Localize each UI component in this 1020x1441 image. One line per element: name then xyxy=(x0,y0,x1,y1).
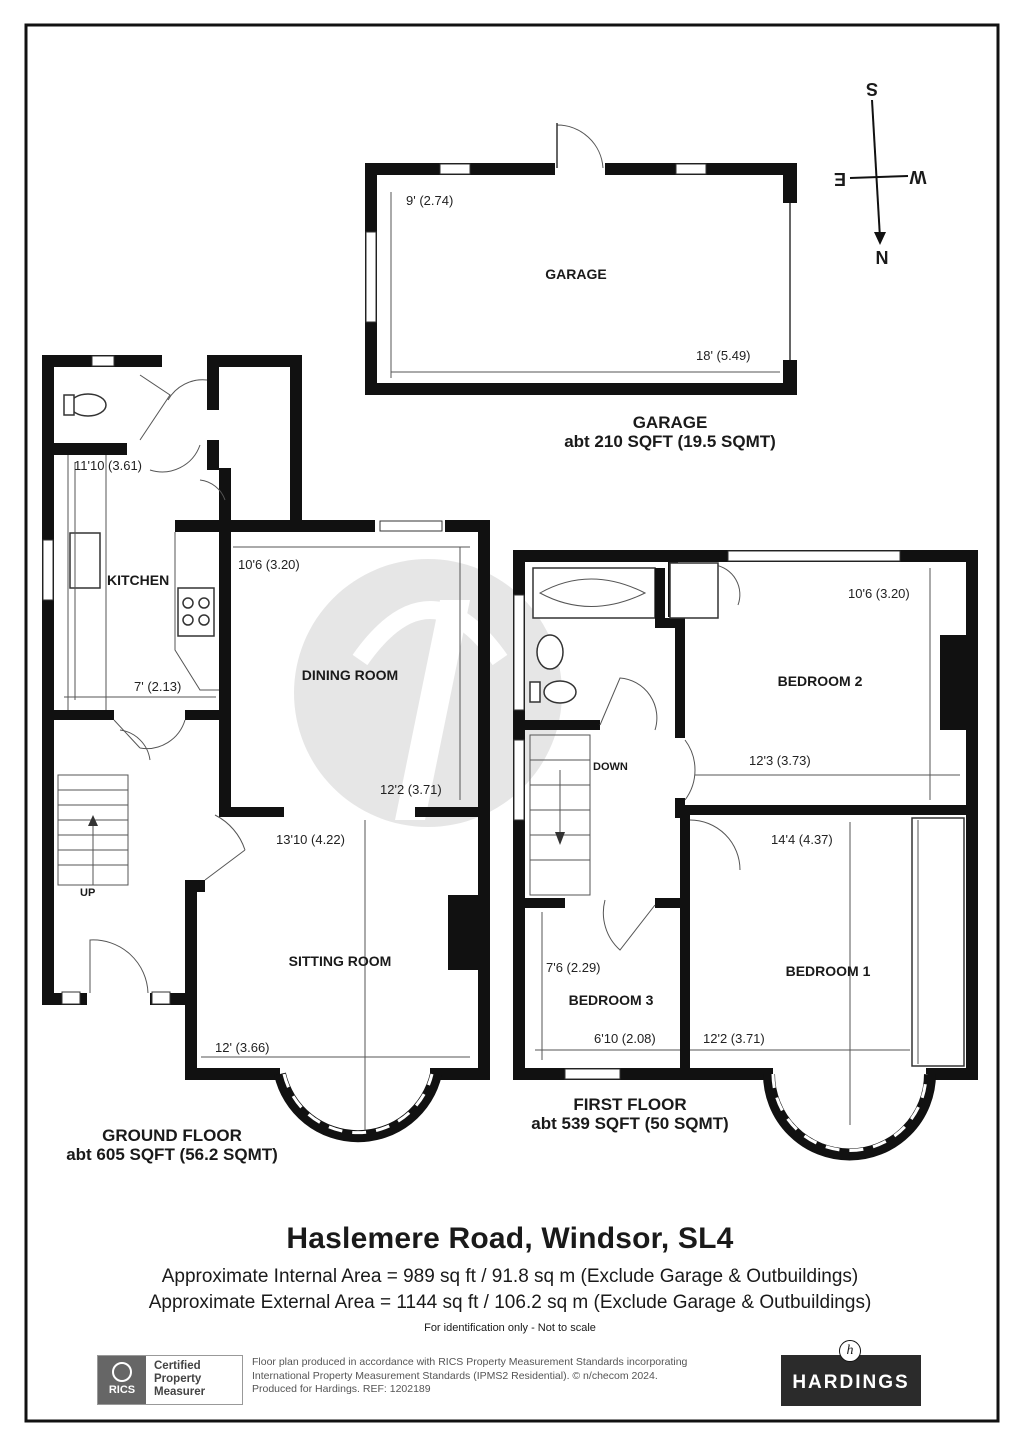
first-floor-area-title: FIRST FLOOR xyxy=(573,1095,686,1114)
ground-floor-area-value: abt 605 SQFT (56.2 SQMT) xyxy=(66,1145,278,1164)
page-frame xyxy=(24,23,1000,1423)
bedroom-2-dim-length: 12'3 (3.73) xyxy=(749,753,811,768)
compass-w: W xyxy=(910,167,927,187)
first-basin-icon xyxy=(536,634,564,670)
sitting-dim-length: 13'10 (4.22) xyxy=(276,832,345,847)
first-stairs xyxy=(513,734,591,896)
bedroom-1-dim-length: 14'4 (4.37) xyxy=(771,832,833,847)
dining-room-label: DINING ROOM xyxy=(302,667,398,683)
garage-door xyxy=(556,124,604,169)
first-floor-plan xyxy=(513,550,978,1161)
ground-stairs-label: UP xyxy=(80,887,95,899)
watermark xyxy=(294,559,562,827)
rics-text: Certified Property Measurer xyxy=(154,1360,205,1399)
bedroom-1-dim-width: 12'2 (3.71) xyxy=(703,1031,765,1046)
compass-s: S xyxy=(866,79,878,99)
internal-area-text: Approximate Internal Area = 989 sq ft / … xyxy=(161,1266,859,1287)
garage-dim-width: 9' (2.74) xyxy=(406,193,453,208)
kitchen-label: KITCHEN xyxy=(107,572,169,588)
first-floor-area-value: abt 539 SQFT (50 SQMT) xyxy=(531,1114,728,1133)
standards-note: Floor plan produced in accordance with R… xyxy=(252,1356,772,1397)
compass-n: N xyxy=(876,247,889,267)
rics-line-1: Certified xyxy=(154,1360,201,1372)
compass xyxy=(849,99,909,245)
sitting-dim-width: 12' (3.66) xyxy=(215,1040,270,1055)
garage-label: GARAGE xyxy=(545,266,606,282)
external-area-text: Approximate External Area = 1144 sq ft /… xyxy=(148,1292,872,1313)
hardings-wordmark: HARDINGS xyxy=(781,1355,921,1406)
bedroom-3-dim-length: 7'6 (2.29) xyxy=(546,960,601,975)
ground-floor-plan xyxy=(42,355,490,1143)
rics-line-2: Property xyxy=(154,1373,202,1385)
garage-dim-length: 18' (5.49) xyxy=(696,348,751,363)
rics-emblem-icon: RICS xyxy=(98,1356,146,1404)
rics-line-3: Measurer xyxy=(154,1386,206,1398)
compass-e: E xyxy=(834,169,846,189)
first-stairs-label: DOWN xyxy=(593,761,628,773)
rics-abbr: RICS xyxy=(108,1384,136,1396)
ground-wc-icon xyxy=(69,393,107,417)
garage-area-title: GARAGE xyxy=(633,413,708,432)
ground-floor-area-title: GROUND FLOOR xyxy=(102,1126,242,1145)
bedroom-3-label: BEDROOM 3 xyxy=(569,992,654,1008)
bedroom-1-label: BEDROOM 1 xyxy=(786,963,871,979)
bedroom-3-dim-width: 6'10 (2.08) xyxy=(594,1031,656,1046)
disclaimer-text: For identification only - Not to scale xyxy=(424,1322,596,1334)
standards-line-3: Produced for Hardings. REF: 1202189 xyxy=(252,1383,431,1395)
dining-dim-width: 10'6 (3.20) xyxy=(238,557,300,572)
bedroom-2-label: BEDROOM 2 xyxy=(778,673,863,689)
standards-line-1: Floor plan produced in accordance with R… xyxy=(252,1356,688,1368)
sitting-room-label: SITTING ROOM xyxy=(289,953,392,969)
standards-line-2: International Property Measurement Stand… xyxy=(252,1369,658,1382)
first-wc-icon xyxy=(543,680,577,704)
garage-plan xyxy=(365,123,797,395)
dining-dim-length: 12'2 (3.71) xyxy=(380,782,442,797)
hardings-mark-icon: h xyxy=(839,1340,861,1362)
kitchen-dim-length: 11'10 (3.61) xyxy=(74,458,142,473)
kitchen-dim-width: 7' (2.13) xyxy=(134,679,181,694)
bedroom-2-dim-width: 10'6 (3.20) xyxy=(848,586,910,601)
ground-stairs xyxy=(57,774,129,886)
garage-area-value: abt 210 SQFT (19.5 SQMT) xyxy=(564,432,776,451)
hardings-logo: h HARDINGS xyxy=(776,1340,926,1406)
rics-certified-logo: RICS Certified Property Measurer xyxy=(97,1355,243,1405)
property-title: Haslemere Road, Windsor, SL4 xyxy=(286,1222,734,1255)
